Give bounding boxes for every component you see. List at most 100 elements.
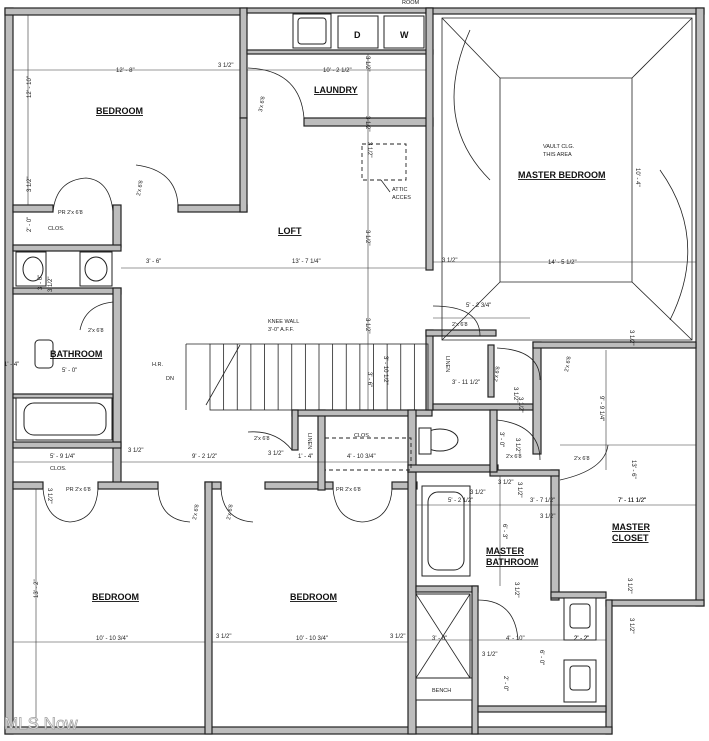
dim-label: 3 1/2" (364, 56, 370, 71)
washer (383, 15, 425, 49)
wall-closet-south (12, 244, 122, 252)
dim-label: 9' - 9 1/4" (598, 396, 604, 421)
dim-label: 3 1/2" (540, 514, 555, 520)
dim-label: 2' - 2" (574, 636, 589, 642)
dim-label: 12' - 8" (116, 68, 135, 74)
wall-south (4, 726, 613, 735)
toilet (34, 339, 54, 369)
door-label-mcl: 2'x 6'8 (574, 456, 590, 462)
note-knee-1: KNEE WALL (268, 319, 299, 325)
dim-label: 2' - 0" (27, 217, 33, 232)
dim-label: 3' - 0" (498, 432, 504, 447)
bathtub-basin (23, 402, 107, 436)
attic-arrow (380, 179, 391, 193)
wall-north-left (4, 7, 248, 16)
dim-label: 3 1/2" (48, 277, 54, 292)
wall-wc-east (489, 409, 498, 473)
wall-laundry-inner (246, 49, 434, 55)
door-label-s1: 2'x 6'8 (192, 504, 201, 520)
dim-label: 12' - 10" (27, 76, 33, 98)
door-master-entry (432, 305, 481, 337)
dim-label: 3' - 11 1/2" (452, 380, 480, 386)
master-toilet-tank (418, 427, 432, 455)
knee-wall-arrow (205, 344, 241, 406)
dim-label: 5' - 0" (62, 368, 77, 374)
wall-s-top-2 (264, 481, 334, 490)
vault-hip-sw (441, 281, 501, 341)
vault-inner (499, 77, 633, 283)
dim-label: 3' - 0" (432, 636, 447, 642)
dryer (337, 15, 379, 49)
master-tub-basin (427, 491, 465, 571)
note-attic-1: ATTIC (392, 187, 408, 193)
wall-wc-south (407, 464, 499, 473)
dim-label: 3 1/2" (517, 397, 523, 412)
dim-label: 3 1/2" (268, 451, 283, 457)
dim-label: 3' - 6" (146, 259, 161, 265)
dimension-labels: 12' - 8" 3 1/2" 10' - 2 1/2" 3 1/2" 3 1/… (4, 56, 646, 691)
door-master-closet (559, 444, 609, 481)
dim-label: 3' - 7 1/2" (530, 498, 555, 504)
note-hr: H.R. (152, 362, 163, 368)
door-label-pr-sw: PR 2'x 6'8 (66, 487, 91, 493)
note-bench: BENCH (432, 688, 451, 694)
door-label-master-e: 2'x 6'8 (564, 356, 573, 372)
wall-vanity-south (12, 287, 122, 295)
dim-label: 10' - 10 3/4" (96, 636, 128, 642)
note-vault-1: VAULT CLG. (543, 144, 575, 150)
note-vault-2: THIS AREA (543, 152, 572, 158)
dim-label: 13' - 7 1/4" (292, 259, 321, 265)
door-label-bath: 2'x 6'8 (88, 328, 104, 334)
wall-bathroom-east (112, 287, 122, 489)
wall-east (695, 7, 705, 607)
door-label-wc: 2'x 6'8 (493, 366, 502, 382)
dim-label: 5' - 9 1/4" (50, 454, 75, 460)
dim-label: 3 1/2" (218, 63, 233, 69)
note-dn: DN (166, 376, 174, 382)
wall-linen-e (487, 344, 495, 398)
stair-treads (223, 344, 415, 410)
room-label-master-bedroom: MASTER BEDROOM (518, 170, 606, 180)
door-label-pr-nw: PR 2'x 6'8 (58, 210, 83, 216)
wall-bedroom-east-lower (239, 117, 248, 213)
wall-bedroom-south-right (177, 204, 248, 213)
door-label-nw: 2'x 6'8 (136, 180, 145, 196)
dim-label: 3' - 10 1/2" (382, 356, 388, 385)
doors (42, 67, 609, 641)
door-label-mbath: 2'x 6'8 (506, 454, 522, 460)
closet-dashed (324, 437, 412, 471)
watermark: MLS Now (4, 714, 78, 733)
dim-label: 3 1/2" (128, 448, 143, 454)
wall-mbath-north (489, 469, 560, 477)
vault-hip-ne (631, 17, 693, 79)
wall-east-lower (605, 599, 613, 735)
dim-label: 3 1/2" (364, 230, 370, 245)
door-bathroom (79, 301, 114, 331)
dim-label: 2' - 0" (502, 676, 508, 691)
wall-master-west-lower (425, 329, 434, 411)
door-nw-closet (52, 177, 114, 213)
note-attic-2: ACCES (392, 195, 411, 201)
dim-label: 10' - 2 1/2" (323, 68, 352, 74)
wall-closet-east (112, 204, 122, 248)
note-linen-2: LINEN (444, 356, 450, 372)
door-s-bedroom (220, 488, 254, 523)
sink-left-basin (22, 256, 44, 282)
wall-vanity-south (477, 705, 607, 713)
door-laundry (247, 67, 305, 119)
dim-label: 3 1/2" (366, 142, 372, 157)
wall-mcloset-north (532, 341, 697, 349)
door-shower (477, 599, 519, 641)
room-label-bedroom-nw: BEDROOM (96, 106, 143, 116)
dim-label: 2' - 2" (574, 636, 589, 642)
wall-east-step (605, 599, 705, 607)
door-wc (496, 419, 541, 461)
door-master-closet-hall (496, 347, 541, 381)
dim-label: 3 1/2" (470, 490, 485, 496)
wall-wc-west (407, 409, 417, 473)
vault-hip-nw (441, 17, 501, 79)
door-label-laundry: 3'x 6'8 (258, 96, 267, 112)
dim-label: 3 1/2" (364, 318, 370, 333)
dim-label: 3 1/2" (216, 634, 231, 640)
